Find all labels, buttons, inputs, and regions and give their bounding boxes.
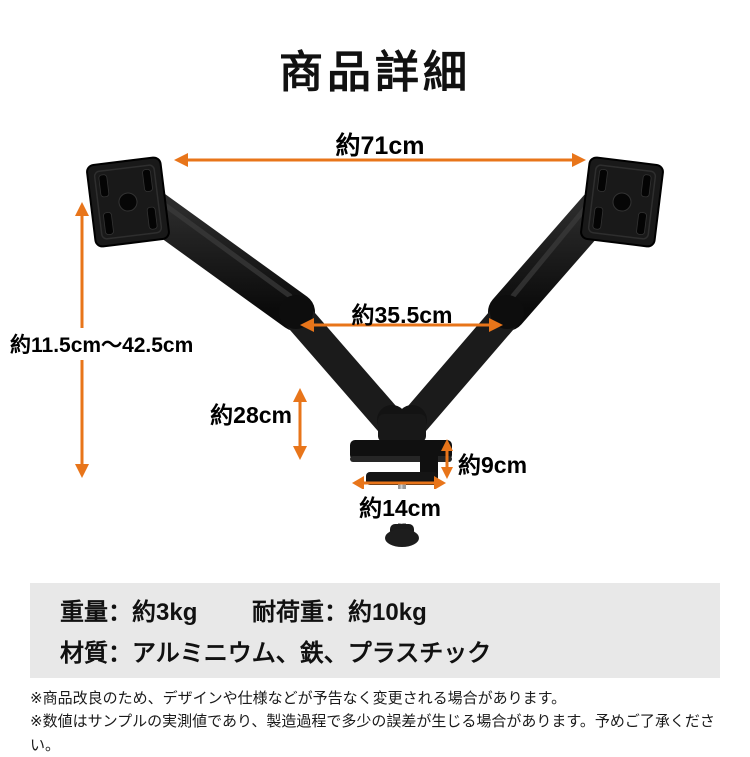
clamp-base: [350, 405, 452, 547]
dim-label-clamp-height: 約9cm: [458, 452, 528, 478]
dim-arrow-total-width: [174, 153, 586, 167]
spec-weight: 重量：約3kg: [60, 599, 198, 626]
left-vesa-plate: [86, 156, 170, 248]
dim-arrow-clamp-height: [441, 439, 453, 479]
dim-label-height-range: 約11.5cm〜42.5cm: [6, 328, 198, 360]
dim-arrow-pole-height: [293, 388, 307, 460]
right-vesa-plate: [580, 156, 664, 248]
dim-label-pole-height: 約28cm: [210, 402, 292, 428]
spec-material: 材質：アルミニウム、鉄、プラスチック: [60, 639, 492, 667]
footnotes: ※商品改良のため、デザインや仕様などが予告なく変更される場合があります。 ※数値…: [30, 687, 730, 757]
left-arm: [133, 189, 405, 437]
page-title: 商品詳細: [279, 48, 471, 97]
monitor-arm-illustration: [75, 153, 664, 547]
footnote-line: ※数値はサンプルの実測値であり、製造過程で多少の誤差が生じる場合があります。予め…: [30, 713, 715, 754]
spec-box: 重量：約3kg 耐荷重：約10kg 材質：アルミニウム、鉄、プラスチック: [30, 583, 720, 678]
dim-label-base-width: 約14cm: [327, 489, 473, 523]
dim-arrow-arm-span: [300, 318, 503, 332]
spec-load-capacity: 耐荷重：約10kg: [252, 599, 427, 626]
dim-label-arm-span: 約35.5cm: [351, 302, 453, 328]
dim-label-total-width: 約71cm: [335, 132, 425, 160]
footnote-line: ※商品改良のため、デザインや仕様などが予告なく変更される場合があります。: [30, 690, 567, 707]
dim-arrow-base-width: [352, 476, 446, 490]
spec-line-weight-load: 重量：約3kg 耐荷重：約10kg: [60, 596, 690, 631]
